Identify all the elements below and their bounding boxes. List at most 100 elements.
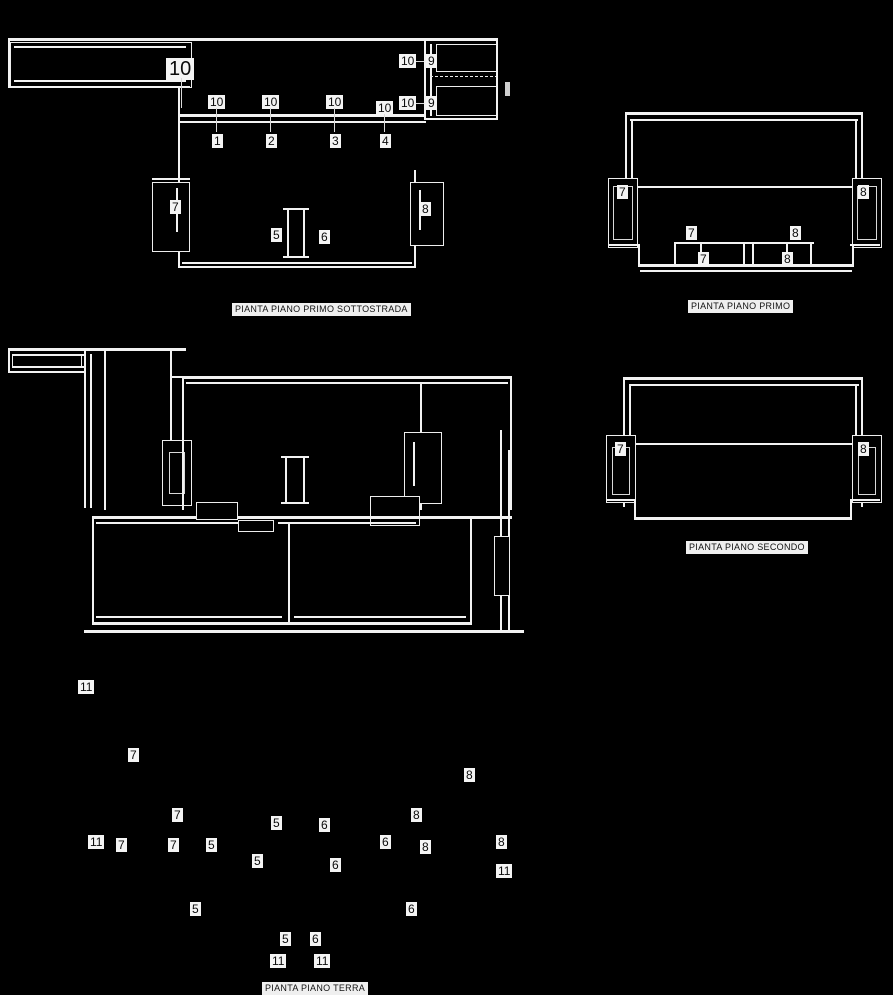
upper-right-bottom-wall bbox=[424, 118, 498, 120]
callout-terra-mid-6a: 6 bbox=[380, 835, 391, 849]
callout-terra-row-7b: 7 bbox=[168, 838, 179, 852]
stair-shaft-left bbox=[152, 182, 190, 252]
callout-9-lower: 9 bbox=[426, 96, 437, 110]
primo-right-wall-inner bbox=[855, 119, 857, 185]
terra-lower-bottom-wall-inner-2 bbox=[294, 616, 466, 618]
callout-terra-row-5a: 5 bbox=[206, 838, 217, 852]
callout-core-6: 6 bbox=[319, 230, 330, 244]
terra-wing-top-wall bbox=[8, 348, 186, 351]
spine-wall-top bbox=[178, 114, 426, 117]
callout-10-big: 10 bbox=[166, 58, 195, 80]
secondo-top-wall-inner bbox=[629, 384, 859, 386]
primo-left-wall-inner bbox=[631, 119, 633, 185]
callout-terra-bot-5: 5 bbox=[280, 932, 291, 946]
callout-terra-shaft-8c: 8 bbox=[420, 840, 431, 854]
callout-10-a: 10 bbox=[208, 95, 226, 109]
upper-right-marker bbox=[505, 82, 510, 96]
callout-axis-2: 2 bbox=[266, 134, 277, 148]
corridor-inner-top bbox=[14, 46, 186, 48]
terra-lower-bottom-wall bbox=[92, 622, 472, 625]
callout-terra-row-7a: 7 bbox=[116, 838, 127, 852]
callout-axis-3: 3 bbox=[330, 134, 341, 148]
primo-bottom-wall-inner bbox=[640, 270, 852, 272]
callout-primo-mid-left-lower-7: 7 bbox=[698, 252, 709, 266]
callout-terra-row-5b: 5 bbox=[252, 854, 263, 868]
primo-right-drop bbox=[852, 244, 854, 267]
corridor-inner-bottom bbox=[14, 80, 186, 82]
primo-mid-wall bbox=[631, 186, 855, 188]
callout-terra-court-7: 7 bbox=[128, 748, 139, 762]
callout-primo-left-shaft-7: 7 bbox=[617, 185, 628, 199]
terra-court-right-wall bbox=[170, 348, 172, 378]
corridor-left-wall bbox=[8, 38, 10, 88]
callout-terra-bot-11b: 11 bbox=[314, 954, 331, 968]
caption-piano-terra: PIANTA PIANO TERRA bbox=[262, 982, 369, 995]
callout-terra-right-8: 8 bbox=[496, 835, 507, 849]
stair-shaft-right-flight bbox=[419, 190, 421, 230]
terra-spine-wall-inner-2 bbox=[278, 522, 416, 524]
callout-terra-mid-6b: 6 bbox=[330, 858, 341, 872]
corridor-top-wall bbox=[8, 38, 498, 41]
callout-10-c-leader bbox=[334, 108, 335, 132]
terra-wing-bottom-wall bbox=[8, 371, 86, 373]
callout-10-right-upper: 10 bbox=[399, 54, 417, 68]
primo-stair-d bbox=[752, 242, 754, 264]
terra-court-left-wall bbox=[104, 348, 106, 510]
callout-terra-shaft-8b: 8 bbox=[411, 808, 422, 822]
callout-10-c: 10 bbox=[326, 95, 344, 109]
terra-hall-left-wall bbox=[182, 376, 184, 510]
plan-piano-primo-sottostrada: 10 10 1 10 2 10 3 10 4 10 9 10 9 7 5 6 8… bbox=[0, 0, 520, 320]
callout-primo-mid-right-upper-8: 8 bbox=[790, 226, 801, 240]
callout-axis-4: 4 bbox=[380, 134, 391, 148]
callout-10-right-lower-leader bbox=[416, 103, 424, 104]
callout-10-d: 10 bbox=[376, 101, 394, 115]
corridor-bottom-wall bbox=[8, 86, 190, 88]
secondo-top-wall bbox=[623, 377, 863, 380]
primo-top-wall bbox=[625, 112, 863, 115]
primo-bottom-wall bbox=[638, 264, 854, 267]
terra-outer-bottom-wall bbox=[84, 630, 524, 633]
spine-left-riser bbox=[178, 88, 180, 122]
secondo-left-foot bbox=[606, 499, 636, 501]
secondo-bottom-wall bbox=[634, 517, 852, 520]
terra-left-service-a bbox=[196, 502, 238, 520]
callout-primo-mid-left-upper-7: 7 bbox=[686, 226, 697, 240]
terra-lower-bottom-wall-inner bbox=[96, 616, 282, 618]
upper-right-room-b bbox=[436, 86, 498, 116]
terra-shaft-8-flight bbox=[413, 442, 415, 486]
upper-right-right-wall bbox=[496, 38, 498, 120]
spine-wall-bottom bbox=[178, 121, 426, 123]
terra-left-service-b bbox=[238, 520, 274, 532]
callout-secondo-right-shaft-8: 8 bbox=[858, 442, 869, 456]
body-left-wall-lower bbox=[178, 250, 180, 268]
primo-stair-c bbox=[743, 242, 745, 264]
plan-piano-primo: 7 8 7 7 8 8 PIANTA PIANO PRIMO bbox=[600, 100, 890, 325]
terra-core-flight-a bbox=[285, 458, 287, 504]
primo-right-foot bbox=[850, 244, 880, 246]
callout-terra-room-5: 5 bbox=[190, 902, 201, 916]
primo-stair-f bbox=[810, 242, 812, 264]
plan-piano-terra: 11 7 7 11 7 7 5 5 5 6 6 6 8 8 8 8 11 5 6… bbox=[0, 330, 560, 995]
terra-court-right-step bbox=[170, 376, 172, 446]
primo-stair-a bbox=[674, 242, 676, 264]
callout-stair-right-8: 8 bbox=[420, 202, 431, 216]
callout-primo-mid-right-lower-8: 8 bbox=[782, 252, 793, 266]
callout-10-right-lower: 10 bbox=[399, 96, 417, 110]
callout-axis-1: 1 bbox=[212, 134, 223, 148]
secondo-left-drop bbox=[634, 499, 636, 519]
body-bottom-wall bbox=[178, 266, 416, 268]
callout-terra-room-6: 6 bbox=[406, 902, 417, 916]
terra-right-edge-wall bbox=[500, 430, 502, 630]
terra-wing-inner-top bbox=[12, 354, 84, 356]
callout-10-d-leader bbox=[384, 114, 385, 132]
terra-shaft-8-lower bbox=[370, 496, 420, 526]
terra-hall-right-wall bbox=[510, 376, 512, 510]
primo-top-wall-inner bbox=[630, 119, 858, 121]
terra-core-landing-top bbox=[281, 456, 309, 458]
callout-terra-bot-6: 6 bbox=[310, 932, 321, 946]
terra-wing-east-wall bbox=[84, 348, 86, 508]
caption-piano-secondo: PIANTA PIANO SECONDO bbox=[686, 541, 808, 554]
core-bottom-landing bbox=[283, 256, 309, 258]
terra-shaft-8-upper bbox=[404, 432, 442, 504]
upper-right-room-a bbox=[436, 44, 498, 72]
